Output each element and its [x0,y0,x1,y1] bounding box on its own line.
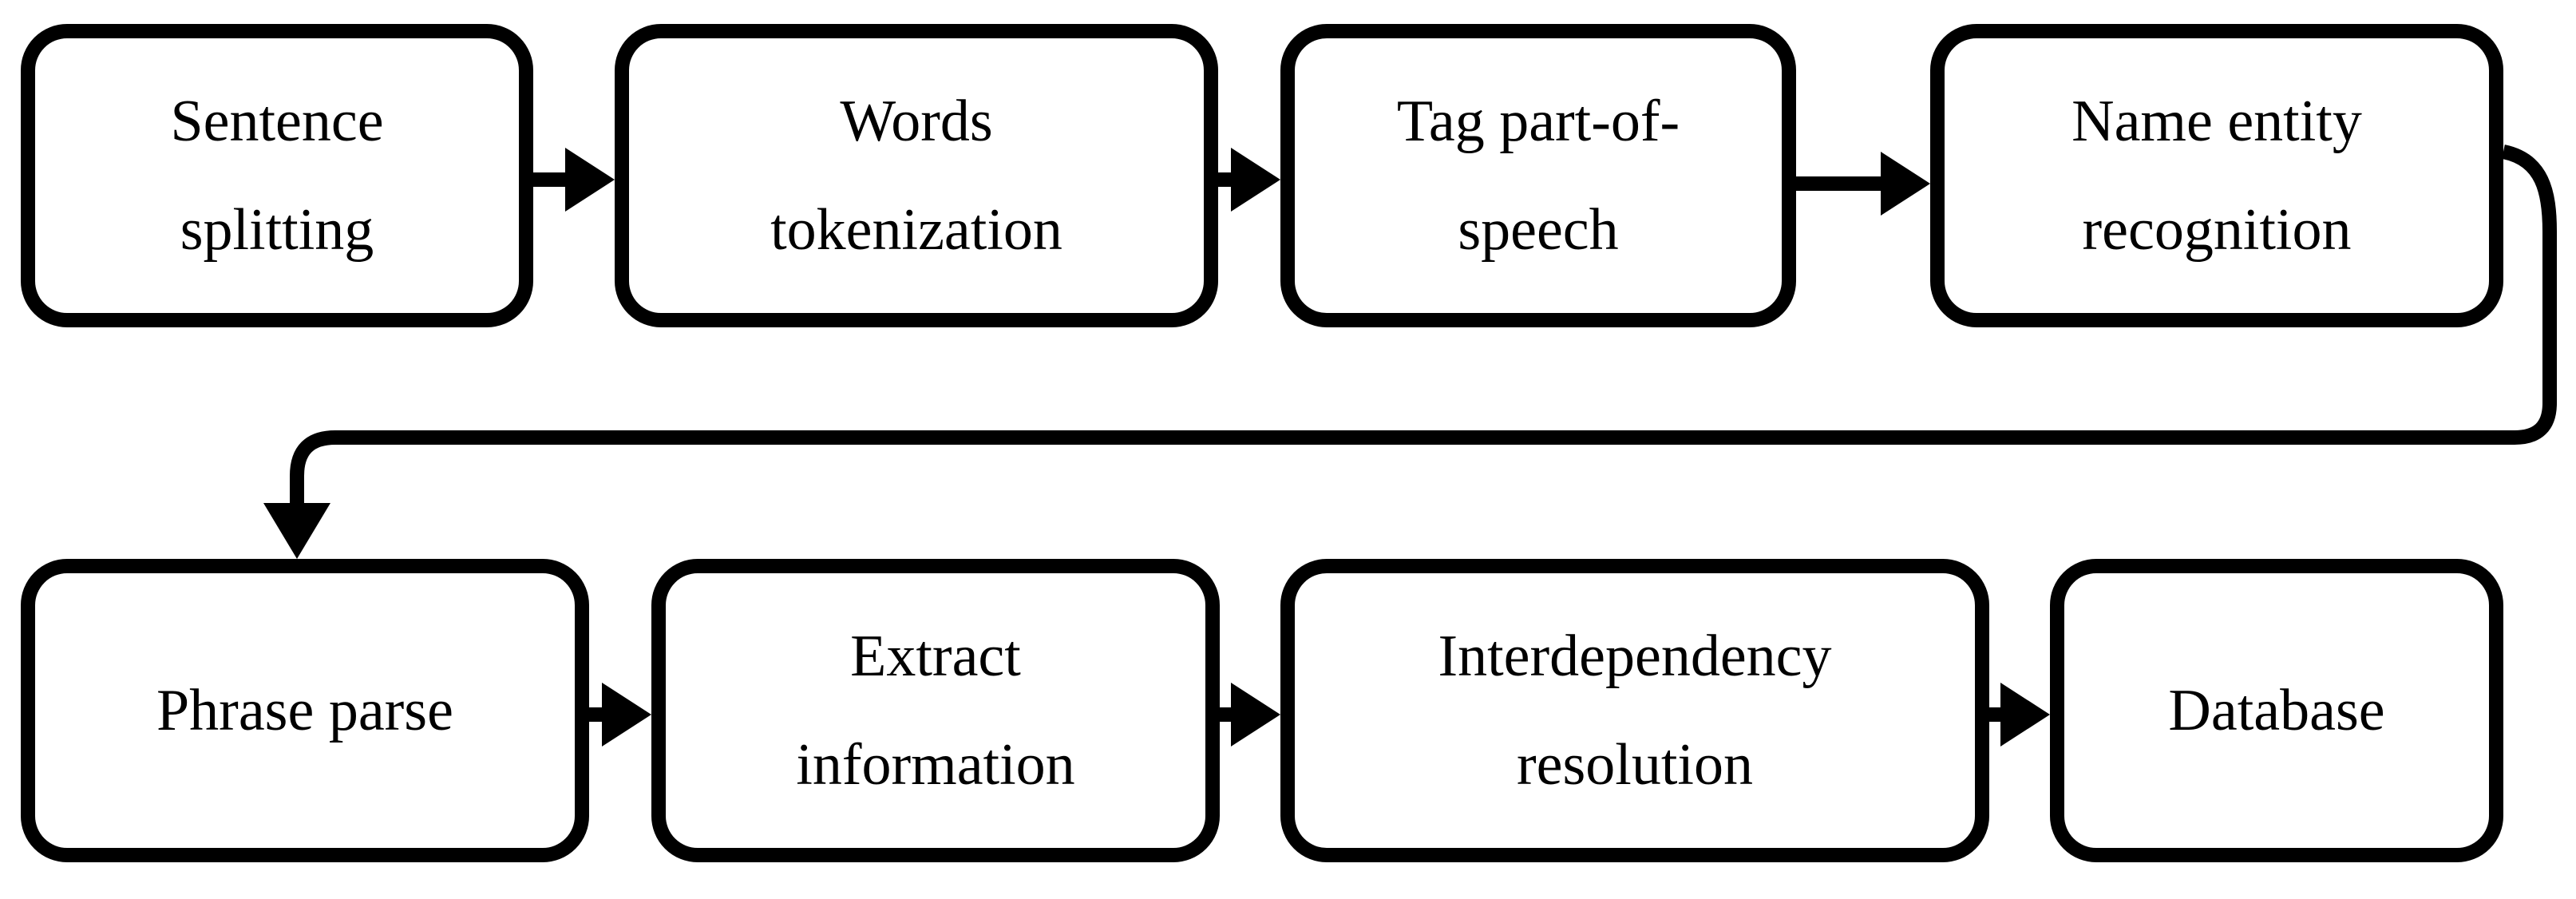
node-label-database: Database [2168,678,2385,743]
edge-words-tokenization-to-tag-part-of-speech-arrowhead [1231,148,1280,212]
edge-name-entity-recognition-to-phrase-parse-arrowhead [263,503,330,559]
edge-extract-information-to-interdependency-resolution-arrowhead [1231,683,1280,747]
edge-phrase-parse-to-extract-information-arrowhead [602,683,651,747]
node-sentence-splitting: Sentence splitting [21,24,533,327]
node-label-extract-information: Extract information [796,624,1075,798]
node-words-tokenization: Words tokenization [615,24,1218,327]
node-interdependency-resolution: Interdependency resolution [1280,559,1989,862]
node-database: Database [2050,559,2503,862]
node-phrase-parse: Phrase parse [21,559,589,862]
node-label-tag-part-of-speech: Tag part-of- speech [1396,89,1680,263]
node-label-sentence-splitting: Sentence splitting [170,89,384,263]
edge-sentence-splitting-to-words-tokenization-arrowhead [565,148,615,212]
node-label-name-entity-recognition: Name entity recognition [2071,89,2362,263]
node-extract-information: Extract information [651,559,1220,862]
node-label-interdependency-resolution: Interdependency resolution [1438,624,1832,798]
edge-tag-part-of-speech-to-name-entity-recognition-arrowhead [1881,152,1930,216]
edge-name-entity-recognition-to-phrase-parse-line [290,145,2557,511]
node-name-entity-recognition: Name entity recognition [1930,24,2503,327]
edge-interdependency-resolution-to-database-arrowhead [2000,683,2050,747]
node-tag-part-of-speech: Tag part-of- speech [1280,24,1796,327]
node-label-phrase-parse: Phrase parse [156,678,453,743]
node-label-words-tokenization: Words tokenization [770,89,1062,263]
